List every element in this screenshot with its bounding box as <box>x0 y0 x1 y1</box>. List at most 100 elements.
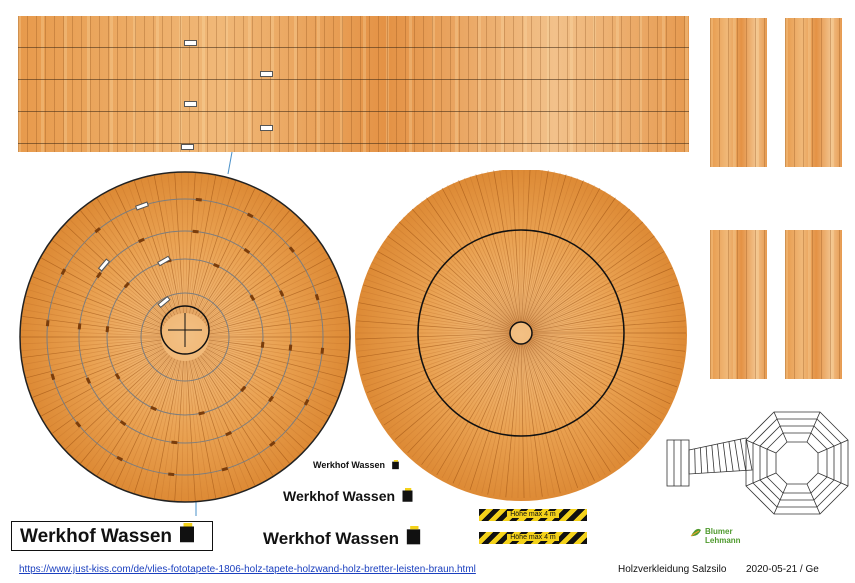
board-line <box>60 229 168 322</box>
board-line <box>181 173 185 314</box>
board-line <box>205 257 329 326</box>
board-line <box>394 226 513 327</box>
stair-step <box>734 440 740 471</box>
board-line <box>523 174 567 323</box>
board-line <box>121 185 177 316</box>
board-line <box>411 208 515 325</box>
board-line <box>531 320 686 333</box>
board-line <box>530 251 665 328</box>
board-line <box>505 343 521 498</box>
brand-label-boxed: Werkhof Wassen <box>11 521 213 551</box>
board-line <box>197 198 274 317</box>
board-line <box>398 340 514 445</box>
ring-bracket <box>114 372 121 380</box>
center-hole <box>509 321 533 345</box>
panel-joint-lines <box>18 16 689 152</box>
board-line <box>377 338 512 415</box>
board-line <box>197 357 274 476</box>
board-line <box>531 336 675 393</box>
board-line <box>194 358 256 486</box>
board-line <box>147 177 180 314</box>
board-line <box>207 343 343 385</box>
board-line <box>364 278 511 330</box>
board-line <box>361 335 511 376</box>
board-line <box>426 341 515 469</box>
octagon-outer <box>745 411 849 515</box>
board-line <box>187 173 203 314</box>
board-line <box>527 197 616 325</box>
board-line <box>208 322 349 336</box>
board-line <box>102 194 174 317</box>
board-line <box>21 329 162 337</box>
board-line <box>208 302 346 333</box>
board-line <box>114 188 176 316</box>
board-line <box>525 182 590 324</box>
board-line <box>189 175 217 314</box>
board-line <box>525 185 595 324</box>
ring-bracket <box>249 294 256 302</box>
board-line <box>358 302 511 332</box>
board-line <box>493 343 520 496</box>
board-line <box>192 180 237 315</box>
board-line <box>22 339 162 358</box>
board-line <box>48 349 166 429</box>
board-line <box>70 353 169 455</box>
board-line <box>207 282 340 330</box>
board-line <box>523 343 567 492</box>
board-line <box>380 245 512 328</box>
board-line <box>529 339 655 431</box>
board-line <box>201 353 300 455</box>
board-line <box>367 273 511 330</box>
left-roof-disc <box>19 171 351 503</box>
board-line <box>377 251 512 328</box>
height-limit-text: Höhe max 4 m <box>507 534 559 541</box>
board-line <box>356 326 511 333</box>
board-line <box>108 358 175 483</box>
stair-step <box>700 447 702 474</box>
ring-boundary <box>417 229 625 437</box>
board-line <box>52 350 166 434</box>
octagon-ring-2 <box>759 425 835 501</box>
board-line <box>530 338 662 421</box>
board-line <box>523 343 561 494</box>
board-line <box>200 214 295 320</box>
board-line <box>75 214 170 320</box>
board-line <box>174 173 184 314</box>
board-line <box>356 314 511 333</box>
board-line <box>517 170 522 323</box>
board-line <box>531 335 683 370</box>
clip-marker <box>135 201 149 211</box>
ring-bracket <box>279 290 285 297</box>
board-line <box>531 290 681 331</box>
board-line <box>22 316 162 335</box>
board-line <box>35 269 164 328</box>
ring-inner <box>106 258 264 416</box>
board-line <box>487 171 520 323</box>
bear-icon <box>178 523 196 554</box>
board-line <box>527 208 631 325</box>
board-line <box>531 335 681 376</box>
board-line <box>96 357 173 476</box>
board-line <box>185 173 189 314</box>
board-line <box>188 174 210 314</box>
board-line <box>127 359 177 491</box>
board-line <box>60 352 168 445</box>
board-line <box>56 351 167 440</box>
board-line <box>85 355 171 468</box>
source-url-link[interactable]: https://www.just-kiss.com/de/vlies-fotot… <box>19 564 476 575</box>
board-line <box>357 334 511 358</box>
brand-label-small: Werkhof Wassen <box>313 460 400 472</box>
board-line <box>522 343 543 497</box>
disc-board-lines <box>356 170 686 498</box>
board-line <box>189 360 217 499</box>
stair-run <box>688 437 753 475</box>
board-line <box>522 343 555 495</box>
stair-step <box>711 445 715 473</box>
clip-marker <box>157 255 171 267</box>
board-line <box>192 359 237 494</box>
disc-fill <box>355 170 687 501</box>
board-line <box>195 358 262 483</box>
board-line <box>193 358 249 489</box>
board-line <box>387 235 513 327</box>
board-line <box>363 284 511 331</box>
